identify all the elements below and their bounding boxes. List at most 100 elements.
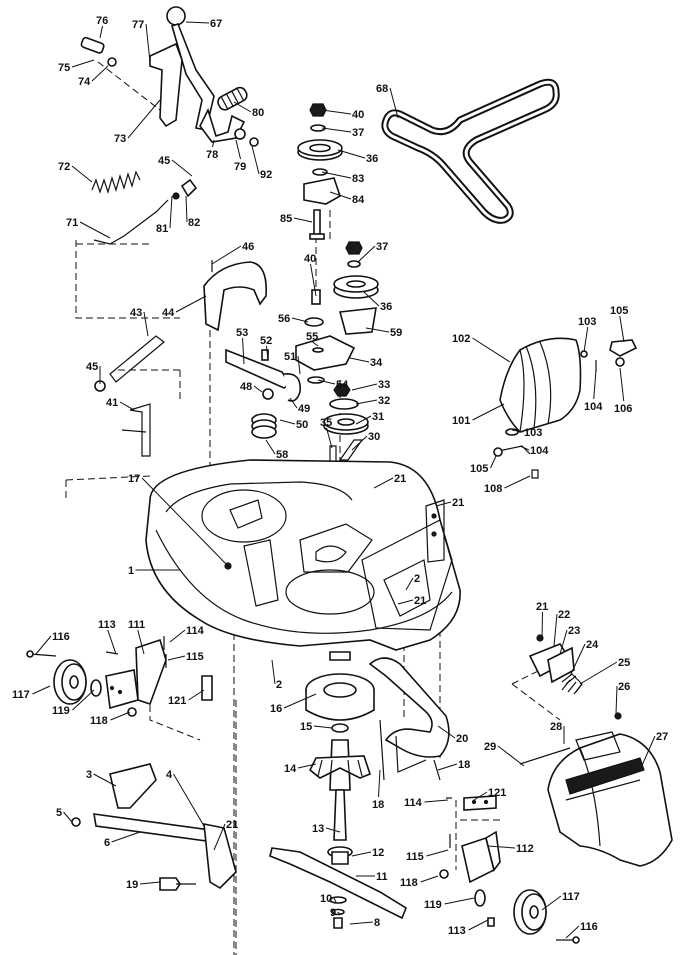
callout-c58: 58 (276, 449, 288, 461)
leader-line-c121b (473, 791, 488, 801)
leader-line-c21b (435, 501, 452, 507)
spring (91, 170, 141, 195)
leader-line-c92 (251, 145, 260, 175)
callout-c12: 12 (372, 847, 384, 859)
callout-c2b: 2 (276, 679, 282, 691)
callout-c19: 19 (126, 879, 138, 891)
idler-bracket-arm (225, 348, 292, 389)
leader-line-c10 (333, 897, 337, 903)
callout-c81: 81 (156, 223, 168, 235)
leader-line-c59 (365, 327, 390, 333)
leader-line-c103b (511, 429, 524, 433)
leader-line-c9 (337, 911, 341, 915)
idler-spacer (312, 168, 328, 176)
leader-line-c32 (355, 399, 378, 405)
lever-linkage (199, 107, 246, 143)
callout-c49: 49 (298, 403, 310, 415)
callout-c55: 55 (306, 331, 318, 343)
leader-line-c6 (111, 831, 141, 843)
lift-arm (129, 403, 151, 457)
callout-c104a: 104 (584, 401, 603, 413)
leader-line-c8 (349, 921, 374, 925)
callout-c5: 5 (56, 807, 62, 819)
leader-line-c104a (593, 369, 597, 400)
callout-c28: 28 (550, 721, 562, 733)
leader-line-c71 (79, 221, 111, 239)
callout-c75: 75 (58, 62, 70, 74)
leader-line-c82 (185, 195, 188, 223)
callout-c113a: 113 (98, 619, 116, 631)
leader-line-c117a (32, 685, 51, 695)
callout-c115b: 115 (406, 851, 424, 863)
callout-c59: 59 (390, 327, 402, 339)
callout-c67: 67 (210, 18, 222, 30)
callout-c40b: 40 (304, 253, 316, 265)
leader-line-c25 (579, 661, 618, 685)
leader-line-c52 (266, 345, 269, 361)
callout-c37a: 37 (352, 127, 364, 139)
callout-c51: 51 (284, 351, 296, 363)
leader-line-c18b (378, 769, 381, 798)
callout-c101: 101 (452, 415, 470, 427)
leader-line-c72 (71, 165, 93, 183)
callout-c114a: 114 (186, 625, 205, 637)
leader-line-c20 (437, 725, 456, 739)
callout-c44: 44 (162, 307, 175, 319)
leader-line-c106a (619, 367, 625, 402)
leader-line-c50 (279, 419, 296, 425)
callout-c20: 20 (456, 733, 468, 745)
leader-line-c80 (233, 101, 252, 113)
leader-line-c35 (326, 427, 333, 449)
leader-line-c119a (72, 689, 95, 711)
leader-line-c5 (63, 811, 73, 823)
leader-line-c114a (169, 629, 186, 643)
lever-grip (217, 86, 248, 111)
callout-c15: 15 (300, 721, 312, 733)
leader-line-c121a (188, 689, 205, 701)
leader-line-c3 (93, 773, 117, 787)
right-gauge-wheel (439, 795, 580, 944)
callout-c80: 80 (252, 107, 264, 119)
callout-c21d: 21 (226, 819, 238, 831)
callout-c18a: 18 (458, 759, 470, 771)
leader-line-c101 (472, 403, 505, 421)
callout-c115a: 115 (186, 651, 204, 663)
nut (249, 137, 259, 147)
middle-idler-stack (295, 241, 379, 501)
callout-c36a: 36 (366, 153, 378, 165)
deflector-shield (519, 731, 673, 867)
leader-line-c16 (283, 693, 317, 709)
callout-c21b: 21 (452, 497, 464, 509)
callout-c33: 33 (378, 379, 390, 391)
callout-c45b: 45 (86, 361, 98, 373)
callout-c78: 78 (206, 149, 218, 161)
callout-c84: 84 (352, 194, 365, 206)
callout-c53: 53 (236, 327, 248, 339)
leader-line-c51 (297, 355, 301, 375)
callout-c74: 74 (78, 76, 91, 88)
callout-c105a: 105 (610, 305, 628, 317)
idler-arm (295, 335, 356, 371)
callout-c103b: 103 (524, 427, 542, 439)
callout-c48: 48 (240, 381, 252, 393)
left-gauge-wheel (26, 636, 213, 717)
callout-c50: 50 (296, 419, 308, 431)
leader-line-c84 (329, 191, 352, 200)
callout-c9: 9 (330, 907, 336, 919)
leader-line-c68 (389, 87, 399, 119)
leader-line-c30 (351, 435, 368, 451)
leader-line-c2b (271, 659, 276, 685)
leader-line-c21c (397, 599, 414, 605)
leader-line-c37b (357, 245, 376, 263)
callout-c116a: 116 (52, 631, 70, 643)
callout-c83: 83 (352, 173, 364, 185)
callout-c118b: 118 (400, 877, 418, 889)
leader-line-c26 (615, 685, 618, 715)
leader-line-c73 (127, 99, 161, 139)
leader-line-c102 (472, 337, 511, 363)
leader-line-c105b (490, 455, 497, 469)
callout-c46: 46 (242, 241, 254, 253)
lift-rod (93, 199, 169, 245)
leader-line-c67 (185, 21, 210, 24)
